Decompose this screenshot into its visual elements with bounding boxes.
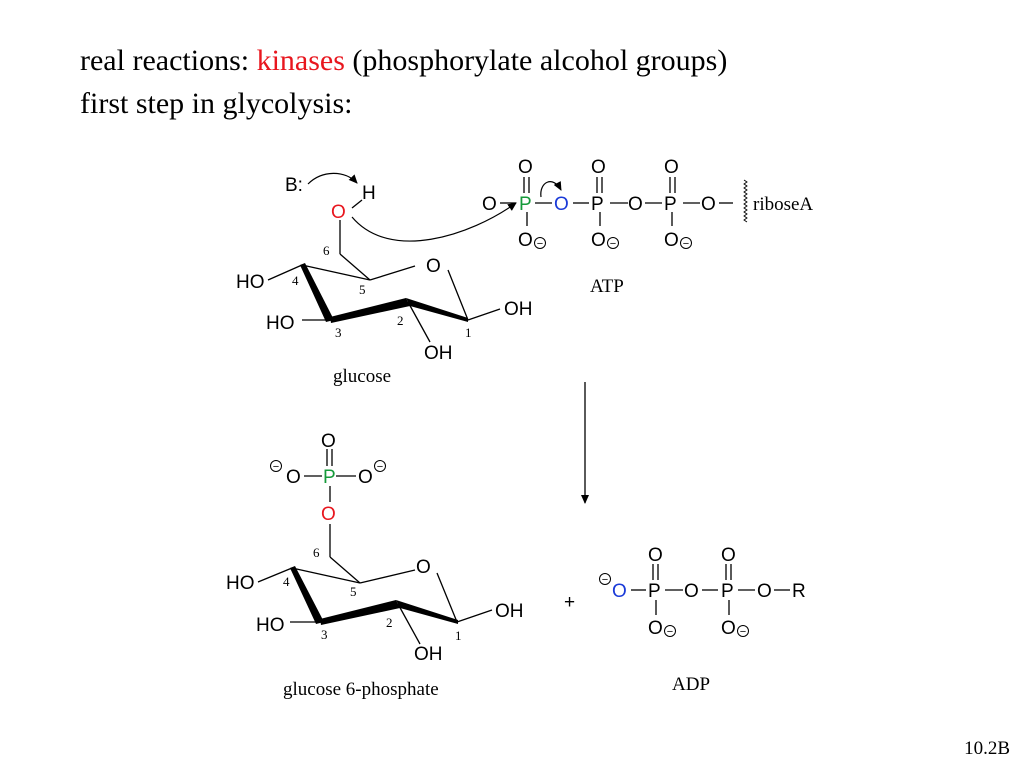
g6p-c3-hydroxyl: HO bbox=[256, 615, 285, 636]
g6p-phosphorus: P bbox=[323, 467, 336, 488]
g6p-phosphate-oxo: O bbox=[321, 431, 336, 452]
glucose-c1-hydroxyl: OH bbox=[504, 299, 533, 320]
g6p-ring-oxygen: O bbox=[416, 557, 431, 578]
g6p-charge-1: − bbox=[273, 461, 279, 473]
g6p-ester-oxygen: O bbox=[321, 504, 336, 525]
glucose-c4-number: 4 bbox=[292, 273, 299, 288]
g6p-c1-number: 1 bbox=[455, 628, 462, 643]
glucose-c2-number: 2 bbox=[397, 313, 404, 328]
atp-bridge-oxygen-2: O bbox=[628, 194, 643, 215]
title-suffix: (phosphorylate alcohol groups) bbox=[344, 44, 728, 77]
slide-number: 10.2B bbox=[964, 738, 1010, 759]
glucose-c2-hydroxyl: OH bbox=[424, 343, 453, 364]
g6p-structure bbox=[257, 449, 493, 645]
g6p-c2-number: 2 bbox=[386, 615, 393, 630]
g6p-c3-number: 3 bbox=[321, 627, 328, 642]
adp-beta-anion-o: O bbox=[648, 618, 663, 639]
glucose-c5-number: 5 bbox=[359, 282, 366, 297]
glucose-structure bbox=[267, 199, 501, 343]
adp-negative-charges: − − − bbox=[599, 573, 749, 638]
atp-label: ATP bbox=[590, 276, 624, 297]
atp-bridging-oxygen: O bbox=[554, 194, 569, 215]
bond-cleavage-arrow bbox=[540, 181, 562, 198]
atp-negative-charges: − − − bbox=[534, 237, 692, 250]
adp-terminal-oxygen: O bbox=[612, 581, 627, 602]
g6p-c6-number: 6 bbox=[313, 545, 320, 560]
atp-alpha-oxo: O bbox=[664, 157, 679, 178]
g6p-c4-hydroxyl: HO bbox=[226, 573, 255, 594]
g6p-c1-hydroxyl: OH bbox=[495, 601, 524, 622]
atp-alpha-phosphorus: P bbox=[664, 194, 677, 215]
adp-charge-2: − bbox=[667, 626, 673, 638]
atp-charge-1: − bbox=[537, 238, 543, 250]
atp-beta-phosphorus: P bbox=[591, 194, 604, 215]
adp-ester-oxygen: O bbox=[757, 581, 772, 602]
g6p-negative-charges: − − bbox=[270, 460, 386, 473]
title-line-2: first step in glycolysis: bbox=[80, 87, 353, 120]
ribose-wavy-bond bbox=[743, 179, 748, 223]
glucose-o6-atom: O bbox=[331, 202, 346, 223]
plus-sign: + bbox=[564, 592, 575, 613]
g6p-phosphate-o-right: O bbox=[358, 467, 373, 488]
g6p-charge-2: − bbox=[377, 461, 383, 473]
adp-charge-3: − bbox=[740, 626, 746, 638]
adp-beta-phosphorus: P bbox=[648, 581, 661, 602]
glucose-c1-number: 1 bbox=[465, 325, 472, 340]
atp-charge-3: − bbox=[683, 238, 689, 250]
g6p-c4-number: 4 bbox=[283, 574, 290, 589]
base-b: B: bbox=[285, 175, 303, 196]
atp-gamma-phosphorus: P bbox=[519, 194, 532, 215]
adp-alpha-phosphorus: P bbox=[721, 581, 734, 602]
title-keyword-kinases: kinases bbox=[256, 44, 345, 77]
adp-beta-oxo: O bbox=[648, 545, 663, 566]
glucose-c3-number: 3 bbox=[335, 325, 342, 340]
glucose-ring-oxygen: O bbox=[426, 256, 441, 277]
adp-alpha-anion-o: O bbox=[721, 618, 736, 639]
adp-alpha-oxo: O bbox=[721, 545, 736, 566]
atp-gamma-anion-o: O bbox=[518, 230, 533, 251]
glucose-label: glucose bbox=[333, 366, 391, 387]
atp-beta-anion-o: O bbox=[591, 230, 606, 251]
glucose-c6-number: 6 bbox=[323, 243, 330, 258]
glucose-hydroxyl-h: H bbox=[362, 183, 376, 204]
atp-ester-oxygen: O bbox=[701, 194, 716, 215]
g6p-phosphate-o-left: O bbox=[286, 467, 301, 488]
atp-alpha-anion-o: O bbox=[664, 230, 679, 251]
base-deprotonation-arrow bbox=[307, 172, 358, 185]
atp-ribose-label: riboseA bbox=[753, 194, 813, 215]
g6p-label: glucose 6-phosphate bbox=[283, 679, 439, 700]
title-prefix: real reactions: bbox=[80, 44, 257, 77]
atp-terminal-oxygen: O bbox=[482, 194, 497, 215]
glucose-c4-hydroxyl: HO bbox=[236, 272, 265, 293]
g6p-c5-number: 5 bbox=[350, 584, 357, 599]
g6p-c2-hydroxyl: OH bbox=[414, 644, 443, 665]
nucleophilic-attack-arrow bbox=[351, 202, 517, 242]
atp-gamma-oxo: O bbox=[518, 157, 533, 178]
adp-bridge-oxygen: O bbox=[684, 581, 699, 602]
atp-charge-2: − bbox=[610, 238, 616, 250]
atp-beta-oxo: O bbox=[591, 157, 606, 178]
adp-charge-1: − bbox=[602, 574, 608, 586]
glucose-c3-hydroxyl: HO bbox=[266, 313, 295, 334]
adp-structure bbox=[631, 564, 790, 615]
adp-label: ADP bbox=[672, 674, 710, 695]
adp-r-group: R bbox=[792, 581, 806, 602]
title-line-1: real reactions: kinases (phosphorylate a… bbox=[80, 44, 727, 78]
atp-structure bbox=[500, 177, 733, 226]
